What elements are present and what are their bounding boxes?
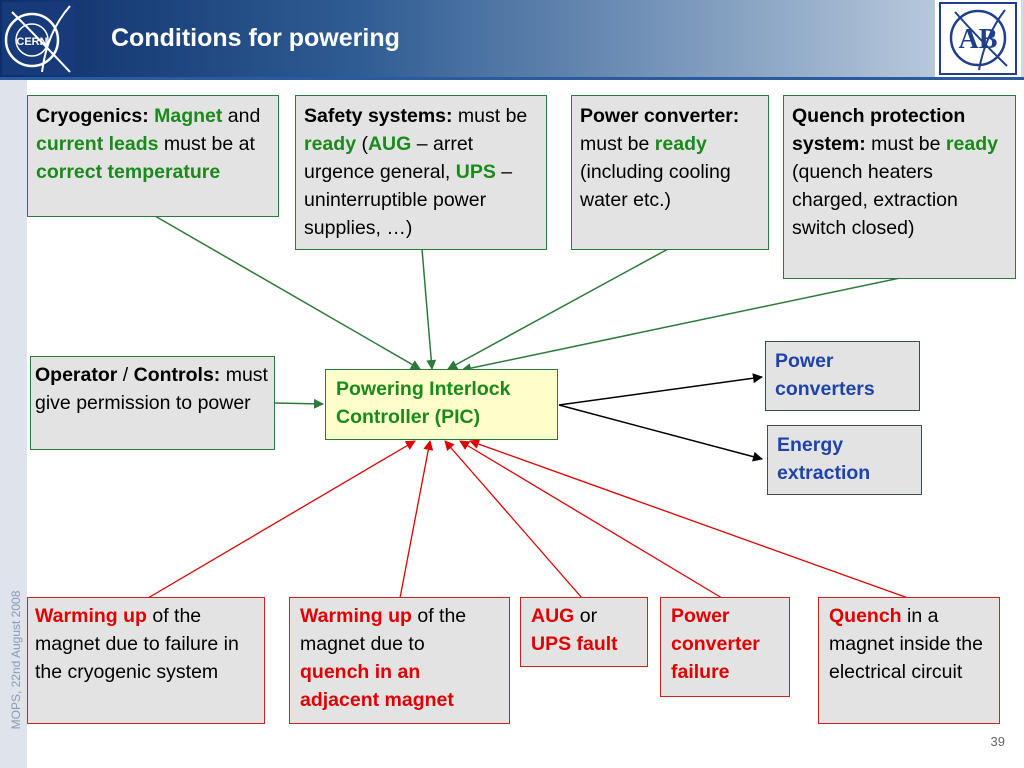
arrow-aug-ups (444, 440, 583, 599)
pc-failure-box: Power converter failure (660, 597, 790, 697)
arrow-warming-quench (399, 440, 434, 599)
current-leads-text: current leads (36, 133, 159, 155)
arrow-safety (421, 248, 437, 370)
aug-ups-or: or (574, 605, 598, 627)
operator-label: Operator (35, 364, 118, 386)
arrow-operator (274, 398, 324, 409)
safety-systems-label: Safety systems: (304, 105, 453, 127)
quench-protection-box: Quench protection system: must be ready … (783, 95, 1016, 279)
ab-logo: AB (935, 0, 1021, 77)
warming-up-text: Warming up (35, 605, 147, 627)
quench-desc-text: in a magnet inside the electrical circui… (829, 605, 983, 683)
warming-quench-box: Warming up of the magnet due to quench i… (289, 597, 510, 724)
warming-cryo-box: Warming up of the magnet due to failure … (27, 597, 265, 724)
arrow-to-power-converters (558, 373, 763, 406)
power-converter-box: Power converter: must be ready (includin… (571, 95, 769, 250)
safety-text-2: ( (356, 133, 368, 155)
arrow-quench-protection (461, 277, 901, 374)
ups-text: UPS (455, 161, 496, 183)
page-number: 39 (990, 734, 1005, 749)
arrow-to-energy-extraction (558, 404, 763, 462)
safety-text-4: – uninterruptible power supplies, …) (304, 161, 513, 239)
arrow-cryogenics (154, 215, 421, 370)
magnet-text: Magnet (154, 105, 223, 127)
power-converter-text-2: (including cooling water etc.) (580, 161, 731, 211)
warming-quench-text: of the magnet due to (300, 605, 467, 655)
power-converter-label: Power converter: (580, 105, 740, 127)
cryogenics-text-2: must be at (158, 133, 255, 155)
operator-slash: / (117, 364, 134, 386)
ready-text: ready (945, 133, 998, 155)
page-title: Conditions for powering (111, 24, 400, 52)
cryogenics-label: Cryogenics: (36, 105, 155, 127)
power-converters-label: Power converters (775, 350, 875, 400)
header-bar (0, 0, 1024, 77)
energy-extraction-label: Energy extraction (777, 434, 871, 484)
power-converters-output-box: Power converters (765, 341, 920, 411)
warming-up-text: Warming up (300, 605, 412, 627)
quench-protection-text-1: must be (865, 133, 946, 155)
header-rule (0, 77, 1024, 80)
quench-adjacent-text: quench in an adjacent magnet (300, 661, 454, 711)
cern-logo: CERN (2, 2, 75, 75)
cern-logo-text: CERN (16, 36, 47, 48)
pc-failure-text: Power converter failure (671, 605, 760, 683)
operator-controls-box: Operator / Controls: must give permissio… (30, 356, 275, 450)
quench-text: Quench (829, 605, 902, 627)
left-side-bar (0, 80, 27, 768)
arrow-warming-cryo (147, 440, 416, 599)
arrow-pc-failure (459, 440, 723, 599)
arrow-power-converter (447, 248, 669, 370)
ready-text: ready (654, 133, 707, 155)
correct-temperature-text: correct temperature (36, 161, 221, 183)
operator-text: must give permission to power (35, 364, 268, 414)
warming-cryo-text: of the magnet due to failure in the cryo… (35, 605, 239, 683)
aug-ups-box: AUG or UPS fault (520, 597, 648, 667)
cryogenics-text-1: and (222, 105, 261, 127)
energy-extraction-output-box: Energy extraction (767, 425, 922, 495)
safety-text-3: – arret urgence general, (304, 133, 474, 183)
ready-text: ready (304, 133, 357, 155)
safety-systems-box: Safety systems: must be ready (AUG – arr… (295, 95, 547, 250)
power-converter-text-1: must be (580, 133, 655, 155)
ups-fault-text: UPS fault (531, 633, 618, 655)
ab-logo-text: AB (959, 24, 998, 55)
quench-protection-label: Quench protection system: (792, 105, 966, 155)
aug-text: AUG (531, 605, 575, 627)
cryogenics-box: Cryogenics: Magnet and current leads mus… (27, 95, 279, 217)
quench-protection-text-2: (quench heaters charged, extraction swit… (792, 161, 958, 239)
pic-box: Powering Interlock Controller (PIC) (325, 369, 558, 440)
controls-label: Controls: (133, 364, 221, 386)
aug-text: AUG (367, 133, 412, 155)
safety-text-1: must be (452, 105, 528, 127)
pic-label: Powering Interlock Controller (PIC) (336, 378, 511, 428)
arrow-quench (469, 439, 909, 599)
quench-box: Quench in a magnet inside the electrical… (818, 597, 1000, 724)
